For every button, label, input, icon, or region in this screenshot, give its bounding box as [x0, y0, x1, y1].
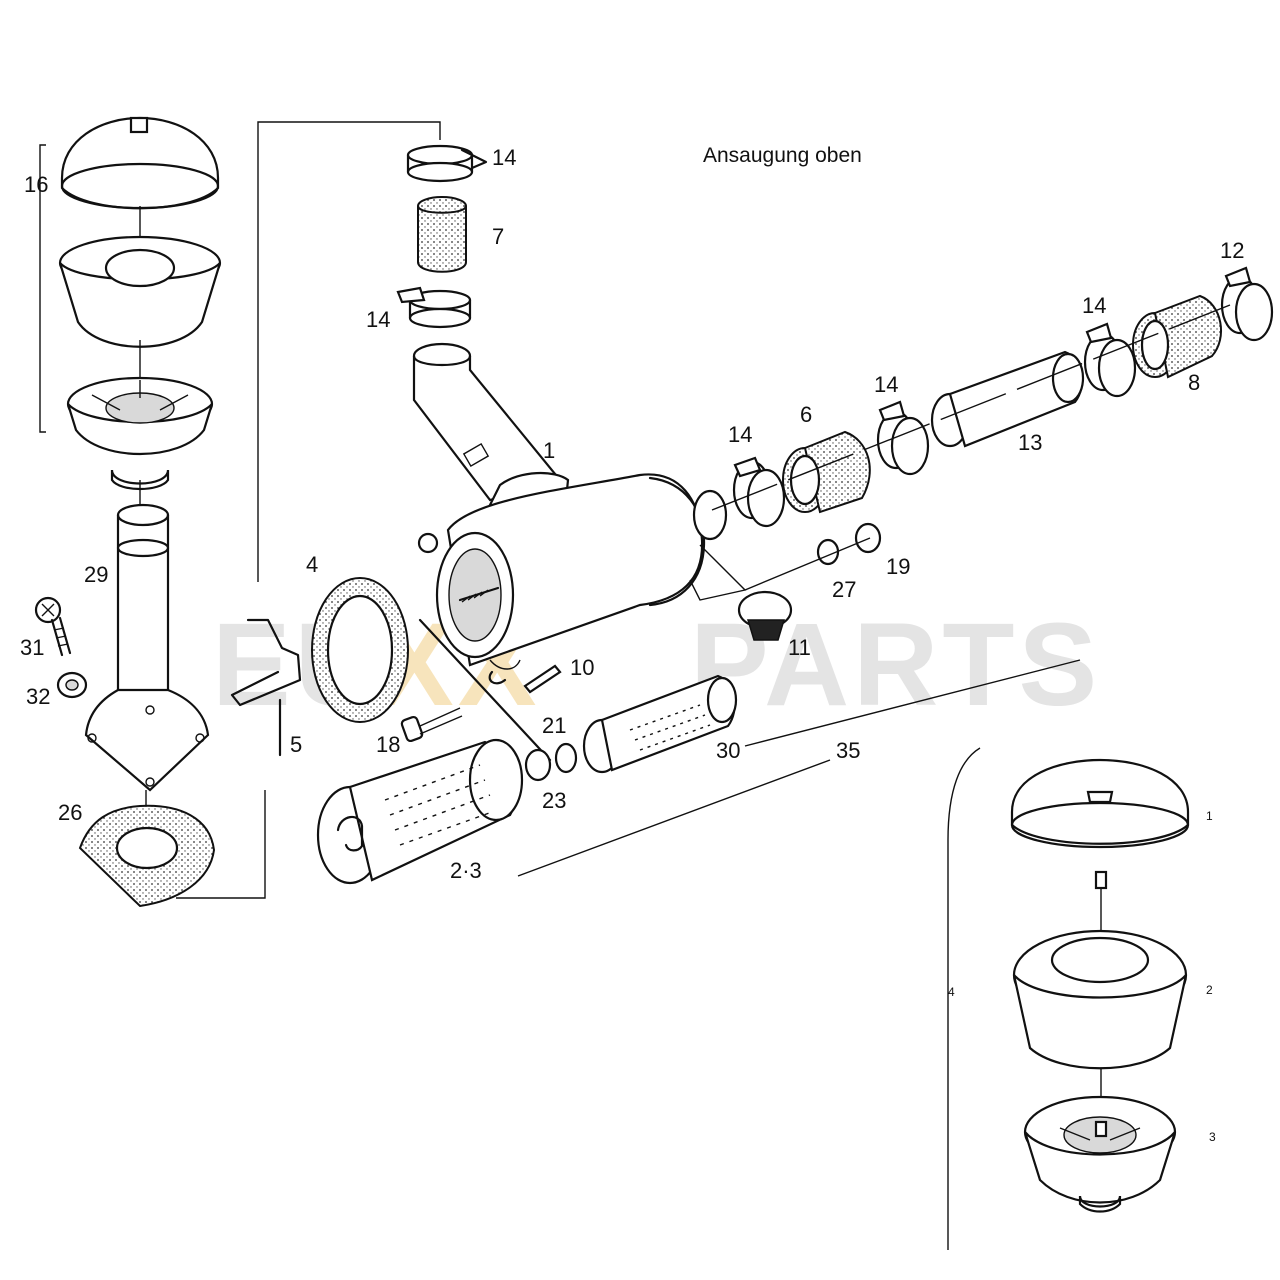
- inset-label-2: 2: [1206, 983, 1213, 997]
- hose-7-part: [417, 196, 467, 273]
- hose-clamp-14c: [732, 456, 786, 528]
- callout-23: 23: [542, 788, 566, 813]
- callout-4: 4: [306, 552, 318, 577]
- inset-vane-3: [1023, 1095, 1177, 1213]
- inset-label-1: 1: [1206, 809, 1213, 823]
- callout-2-3: 2·3: [450, 858, 482, 883]
- hose-clamp-14d: [876, 400, 930, 476]
- inset-cap-1: [1010, 758, 1190, 990]
- callout-16: 16: [24, 172, 48, 197]
- callout-18: 18: [376, 732, 400, 757]
- inset-label-3: 3: [1209, 1130, 1216, 1144]
- callout-30: 30: [716, 738, 740, 763]
- callout-11: 11: [788, 635, 811, 660]
- callout-14-clamp-b: 14: [874, 372, 898, 397]
- hose-clamp-12: [1220, 266, 1274, 342]
- callout-8: 8: [1188, 370, 1200, 395]
- callout-21: 21: [542, 713, 566, 738]
- callout-1: 1: [543, 438, 555, 463]
- bolt-31-part: [34, 596, 72, 657]
- washer-32-part: [56, 671, 88, 699]
- assembly-connector-line-bottom: [176, 790, 266, 899]
- inset-label-4: 4: [948, 985, 955, 999]
- bolt-18-part: [400, 707, 463, 743]
- axis-line-right: [711, 304, 1231, 511]
- callout-7: 7: [492, 224, 504, 249]
- flange-gasket-part: [78, 804, 216, 908]
- safety-element-30-part: [582, 674, 738, 774]
- pipe-13-part: [930, 350, 1085, 448]
- hose-8-part: [1132, 294, 1223, 379]
- callout-19: 19: [886, 554, 910, 579]
- left-bracket-16: [39, 144, 46, 433]
- tie-rod-part: [418, 586, 552, 762]
- callout-12: 12: [1220, 238, 1244, 263]
- nut-23-part: [524, 748, 552, 782]
- axis-line-fitting: [744, 537, 871, 591]
- fitting-11-part: [737, 590, 793, 641]
- callout-13: 13: [1018, 430, 1042, 455]
- callout-27: 27: [832, 577, 856, 602]
- main-element-2-3-part: [316, 738, 524, 885]
- hose-clamp-14e: [1083, 322, 1137, 398]
- callout-32: 32: [26, 684, 50, 709]
- axis-line-35: [744, 659, 1081, 747]
- callout-14-clamp-c: 14: [1082, 293, 1106, 318]
- precleaner-vane-part: [66, 376, 214, 490]
- precleaner-cap-part: [60, 116, 220, 240]
- nut-19-part: [854, 522, 882, 554]
- hose-clamp-14a: [406, 144, 488, 183]
- callout-14-top: 14: [492, 145, 516, 170]
- callout-14-clamp-a: 14: [728, 422, 752, 447]
- callout-29: 29: [84, 562, 108, 587]
- callout-5: 5: [290, 732, 302, 757]
- washer-21-part: [554, 742, 578, 774]
- callout-6: 6: [800, 402, 812, 427]
- callout-10: 10: [570, 655, 594, 680]
- hose-clamp-14b: [396, 286, 472, 329]
- inset-cone-2: [1012, 929, 1188, 1102]
- hose-6-part: [782, 430, 871, 514]
- precleaner-cone-part: [58, 235, 222, 380]
- axis-line-35-b: [517, 759, 831, 877]
- clip-5-part: [230, 618, 302, 757]
- diagram-title: Ansaugung oben: [703, 144, 862, 167]
- callout-26: 26: [58, 800, 82, 825]
- callout-14-left: 14: [366, 307, 390, 332]
- assembly-connector-line: [257, 121, 441, 582]
- clip-10-part: [488, 664, 562, 694]
- intake-tube-part: [84, 480, 210, 820]
- inset-bracket: [947, 747, 981, 1250]
- gasket-4-part: [311, 577, 409, 723]
- callout-31: 31: [20, 635, 44, 660]
- callout-35: 35: [836, 738, 860, 763]
